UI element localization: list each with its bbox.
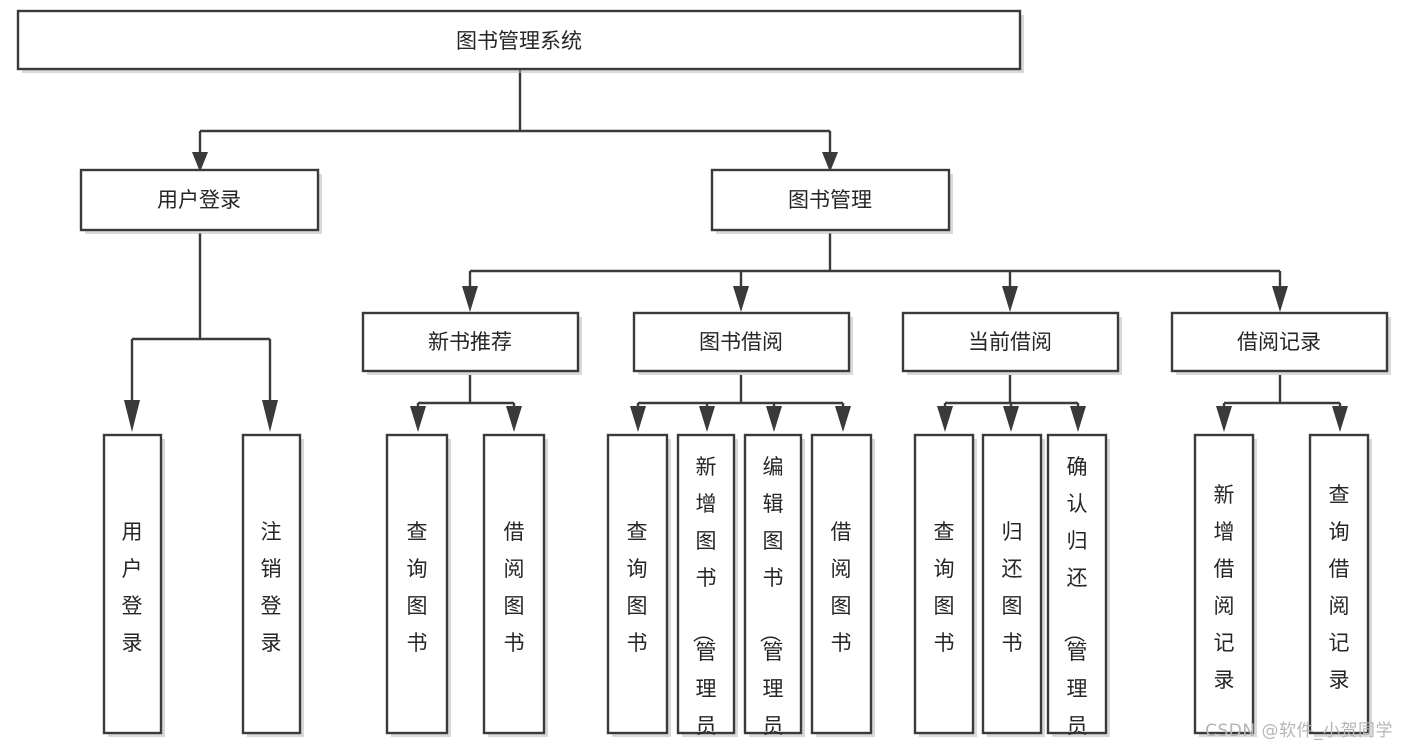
arrow-head-currentborrow-leaf-1 xyxy=(937,406,953,432)
arrow-head-currentborrow-leaf-2 xyxy=(1003,406,1019,432)
node-book-management-box[interactable] xyxy=(710,168,951,232)
arrow-head-borrowbook-leaf-1 xyxy=(630,406,646,432)
arrow-head-book-mgmt xyxy=(822,152,838,172)
leaf-borrow-book-1-label: 新增图书（管理员） xyxy=(691,455,717,747)
node-user-login-label: 用户登录 xyxy=(157,188,241,212)
arrow-head-borrowrecord-leaf-1 xyxy=(1216,406,1232,432)
leaf-user-login-1[interactable]: 注销登录 xyxy=(241,433,304,737)
arrow-head-borrowrecord-leaf-2 xyxy=(1332,406,1348,432)
leaf-borrow-record-1[interactable]: 查询借阅记录 xyxy=(1308,433,1372,737)
leaf-user-login-0-label: 用户登录 xyxy=(122,520,143,655)
leaf-borrow-record-1-box[interactable] xyxy=(1308,433,1370,735)
leaf-borrow-record-0-label: 新增借阅记录 xyxy=(1214,483,1235,692)
node-new-book-recommend-label: 新书推荐 xyxy=(428,330,512,354)
leaf-borrow-record-0[interactable]: 新增借阅记录 xyxy=(1193,433,1257,737)
node-user-login-box[interactable] xyxy=(79,168,320,232)
leaf-borrow-book-1[interactable]: 新增图书（管理员） xyxy=(676,433,738,747)
connector-group xyxy=(124,70,1348,432)
leaf-new-book-1-label: 借阅图书 xyxy=(504,520,525,655)
arrow-head-newbook-leaf-2 xyxy=(506,406,522,432)
leaf-new-book-1[interactable]: 借阅图书 xyxy=(482,433,548,737)
leaf-current-borrow-2-box[interactable] xyxy=(1046,433,1108,735)
arrow-head-borrowbook-leaf-4 xyxy=(835,406,851,432)
node-new-book-recommend-box[interactable] xyxy=(361,311,580,373)
arrow-head-current-borrow xyxy=(1002,286,1018,312)
leaf-current-borrow-0-box[interactable] xyxy=(913,433,975,735)
leaf-current-borrow-1-label: 归还图书 xyxy=(1002,520,1023,655)
node-root[interactable]: 图书管理系统 xyxy=(16,9,1024,73)
node-current-borrow-box[interactable] xyxy=(901,311,1120,373)
arrow-head-leaf-logout xyxy=(262,400,278,432)
leaf-borrow-book-3[interactable]: 借阅图书 xyxy=(810,433,875,737)
node-book-borrow-label: 图书借阅 xyxy=(699,330,783,354)
leaf-user-login-0[interactable]: 用户登录 xyxy=(102,433,165,737)
arrow-head-borrowbook-leaf-2 xyxy=(699,406,715,432)
leaf-current-borrow-1[interactable]: 归还图书 xyxy=(981,433,1045,737)
node-root-label: 图书管理系统 xyxy=(456,29,582,53)
leaf-borrow-record-1-label: 查询借阅记录 xyxy=(1329,483,1350,692)
node-new-book-recommend[interactable]: 新书推荐 xyxy=(361,311,582,375)
leaf-borrow-record-0-box[interactable] xyxy=(1193,433,1255,735)
arrow-head-new-book xyxy=(462,286,478,312)
leaf-borrow-book-2[interactable]: 编辑图书（管理员） xyxy=(743,433,805,747)
node-user-login[interactable]: 用户登录 xyxy=(79,168,322,234)
node-book-management-label: 图书管理 xyxy=(788,188,872,212)
leaf-current-borrow-0[interactable]: 查询图书 xyxy=(913,433,977,737)
leaf-user-login-1-label: 注销登录 xyxy=(261,520,282,655)
leaf-borrow-book-3-box[interactable] xyxy=(810,433,873,735)
node-book-borrow-box[interactable] xyxy=(632,311,851,373)
arrow-head-user-login xyxy=(192,152,208,172)
node-book-management[interactable]: 图书管理 xyxy=(710,168,953,234)
node-current-borrow[interactable]: 当前借阅 xyxy=(901,311,1122,375)
leaf-borrow-book-0-label: 查询图书 xyxy=(627,520,648,655)
leaf-current-borrow-1-box[interactable] xyxy=(981,433,1043,735)
arrow-head-borrowbook-leaf-3 xyxy=(766,406,782,432)
leaf-borrow-book-1-box[interactable] xyxy=(676,433,736,735)
leaf-borrow-book-2-label: 编辑图书（管理员） xyxy=(758,455,784,747)
leaf-user-login-0-box[interactable] xyxy=(102,433,163,735)
arrow-head-currentborrow-leaf-3 xyxy=(1070,406,1086,432)
leaf-current-borrow-2-label: 确认归还（管理员） xyxy=(1062,455,1088,747)
arrow-head-borrow-record xyxy=(1272,286,1288,312)
node-current-borrow-label: 当前借阅 xyxy=(968,330,1052,354)
leaf-borrow-book-2-box[interactable] xyxy=(743,433,803,735)
node-root-box[interactable] xyxy=(16,9,1022,71)
leaf-borrow-book-0[interactable]: 查询图书 xyxy=(606,433,671,737)
arrow-head-leaf-user-login xyxy=(124,400,140,432)
leaf-current-borrow-2[interactable]: 确认归还（管理员） xyxy=(1046,433,1110,747)
leaf-borrow-book-3-label: 借阅图书 xyxy=(831,520,852,655)
leaf-current-borrow-0-label: 查询图书 xyxy=(934,520,955,655)
arrow-head-newbook-leaf-1 xyxy=(410,406,426,432)
node-borrow-record[interactable]: 借阅记录 xyxy=(1170,311,1391,375)
leaf-new-book-1-box[interactable] xyxy=(482,433,546,735)
leaf-new-book-0[interactable]: 查询图书 xyxy=(385,433,451,737)
leaf-new-book-0-box[interactable] xyxy=(385,433,449,735)
leaf-new-book-0-label: 查询图书 xyxy=(407,520,428,655)
leaf-borrow-book-0-box[interactable] xyxy=(606,433,669,735)
arrow-head-borrow-book xyxy=(733,286,749,312)
node-book-borrow[interactable]: 图书借阅 xyxy=(632,311,853,375)
node-borrow-record-label: 借阅记录 xyxy=(1237,330,1321,354)
leaf-user-login-1-box[interactable] xyxy=(241,433,302,735)
node-borrow-record-box[interactable] xyxy=(1170,311,1389,373)
